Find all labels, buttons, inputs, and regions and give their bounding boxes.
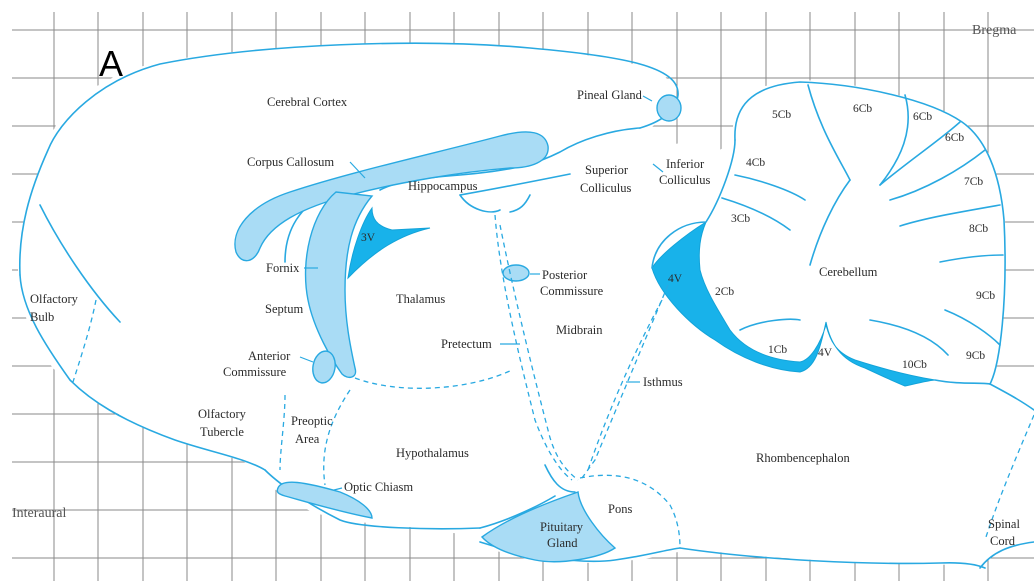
pineal-gland-shape bbox=[656, 94, 682, 122]
leader-lines bbox=[299, 95, 664, 491]
interaural-label: Interaural bbox=[12, 506, 67, 521]
bregma-label: Bregma bbox=[972, 23, 1017, 38]
label-hypothalamus: Hypothalamus bbox=[396, 446, 469, 460]
fornix-shape bbox=[304, 191, 374, 379]
cerebellum-structure bbox=[651, 81, 1006, 385]
label-rhombencephalon: Rhombencephalon bbox=[756, 451, 850, 465]
label-thalamus: Thalamus bbox=[396, 292, 445, 306]
corpus-callosum-shape bbox=[234, 131, 549, 262]
label-third-ventricle: 3V bbox=[361, 232, 376, 244]
anterior-commissure-shape bbox=[312, 350, 336, 384]
label-pineal-gland: Pineal Gland bbox=[577, 88, 643, 102]
label-fourth-ventricle: 4V bbox=[668, 273, 683, 285]
lobule-label: 10Cb bbox=[902, 359, 927, 371]
lobule-label: 8Cb bbox=[969, 223, 988, 235]
panel-letter: A bbox=[99, 43, 123, 84]
label-anterior-commissure-1: Anterior bbox=[248, 349, 291, 363]
third-ventricle-shape bbox=[347, 206, 431, 280]
label-isthmus: Isthmus bbox=[643, 375, 683, 389]
label-pretectum: Pretectum bbox=[441, 337, 492, 351]
label-posterior-commissure-2: Commissure bbox=[540, 284, 604, 298]
label-inferior-colliculus-2: Colliculus bbox=[659, 173, 711, 187]
label-spinal-cord-1: Spinal bbox=[988, 517, 1020, 531]
lobule-label: 6Cb bbox=[945, 132, 964, 144]
label-pituitary-gland-2: Gland bbox=[547, 536, 578, 550]
label-optic-chiasm: Optic Chiasm bbox=[344, 480, 413, 494]
pituitary-gland-shape bbox=[480, 491, 617, 563]
brain-outline bbox=[18, 42, 1034, 569]
label-pituitary-gland-1: Pituitary bbox=[540, 520, 584, 534]
label-cerebral-cortex: Cerebral Cortex bbox=[267, 95, 348, 109]
label-corpus-callosum: Corpus Callosum bbox=[247, 155, 334, 169]
label-fourth-ventricle-lower: 4V bbox=[818, 347, 833, 359]
label-hippocampus: Hippocampus bbox=[408, 179, 478, 193]
lobule-label: 2Cb bbox=[715, 286, 734, 298]
lobule-label: 1Cb bbox=[768, 344, 787, 356]
label-pons: Pons bbox=[608, 502, 632, 516]
label-preoptic-area-2: Area bbox=[295, 432, 320, 446]
optic-chiasm-shape bbox=[276, 481, 373, 519]
label-midbrain: Midbrain bbox=[556, 323, 603, 337]
label-anterior-commissure-2: Commissure bbox=[223, 365, 287, 379]
lobule-label: 7Cb bbox=[964, 176, 983, 188]
label-olfactory-tubercle-1: Olfactory bbox=[198, 407, 247, 421]
label-olfactory-bulb-1: Olfactory bbox=[30, 292, 79, 306]
label-cerebellum: Cerebellum bbox=[819, 265, 878, 279]
label-preoptic-area-1: Preoptic bbox=[291, 414, 333, 428]
fourth-ventricle-shape bbox=[651, 220, 936, 387]
label-septum: Septum bbox=[265, 302, 303, 316]
lobule-label: 6Cb bbox=[913, 111, 932, 123]
lobule-label: 6Cb bbox=[853, 103, 872, 115]
lobule-label: 9Cb bbox=[976, 290, 995, 302]
white-matter-tracts bbox=[234, 94, 682, 563]
lobule-label: 3Cb bbox=[731, 213, 750, 225]
lobule-label: 9Cb bbox=[966, 350, 985, 362]
posterior-commissure-shape bbox=[502, 264, 530, 282]
lobule-label: 4Cb bbox=[746, 157, 765, 169]
lobule-label: 5Cb bbox=[772, 109, 791, 121]
label-spinal-cord-2: Cord bbox=[990, 534, 1016, 548]
ventricles bbox=[347, 206, 936, 387]
label-posterior-commissure-1: Posterior bbox=[542, 268, 588, 282]
label-olfactory-bulb-2: Bulb bbox=[30, 310, 54, 324]
label-inferior-colliculus-1: Inferior bbox=[666, 157, 705, 171]
label-fornix: Fornix bbox=[266, 261, 300, 275]
region-boundaries bbox=[71, 194, 1034, 549]
label-olfactory-tubercle-2: Tubercle bbox=[200, 425, 244, 439]
label-superior-colliculus-2: Colliculus bbox=[580, 181, 632, 195]
label-superior-colliculus-1: Superior bbox=[585, 163, 629, 177]
